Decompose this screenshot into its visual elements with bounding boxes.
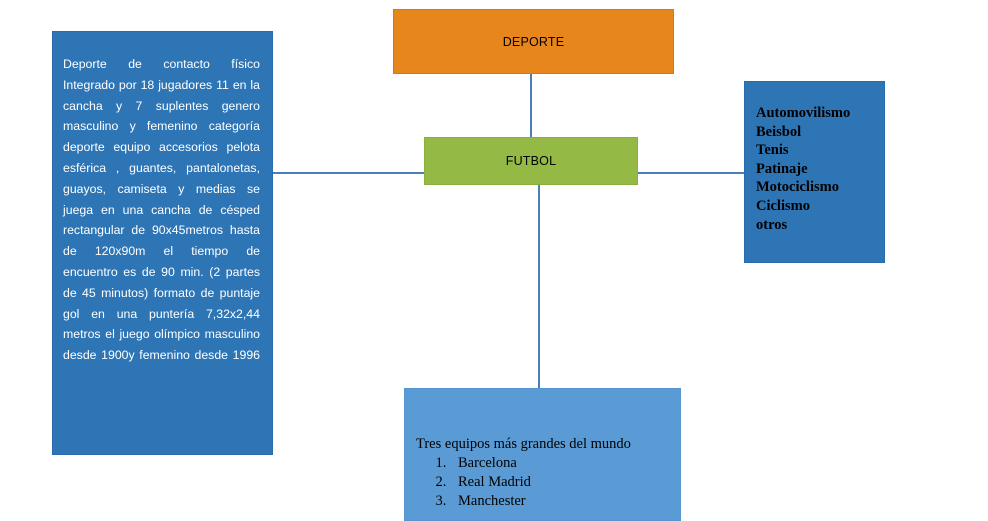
- list-item: Ciclismo: [756, 197, 810, 214]
- node-description[interactable]: Deporte de contacto físico Integrado por…: [52, 31, 273, 455]
- connector-futbol-teams: [538, 185, 540, 389]
- node-futbol[interactable]: FUTBOL: [424, 137, 638, 185]
- teams-list: Barcelona Real Madrid Manchester: [416, 454, 674, 511]
- list-item: Manchester: [450, 492, 674, 511]
- list-item: Motociclismo: [756, 179, 839, 196]
- list-item: Barcelona: [450, 454, 674, 473]
- node-deporte-label: DEPORTE: [502, 34, 565, 49]
- teams-title: Tres equipos más grandes del mundo: [416, 436, 631, 452]
- node-sports-list[interactable]: Automovilismo Beisbol Tenis Patinaje Mot…: [744, 81, 885, 263]
- connector-deporte-futbol: [530, 74, 532, 138]
- connector-description-futbol: [273, 172, 425, 174]
- connector-futbol-sports: [637, 172, 745, 174]
- list-item: otros: [756, 216, 788, 233]
- description-text: Deporte de contacto físico Integrado por…: [63, 57, 260, 363]
- node-futbol-label: FUTBOL: [505, 154, 557, 168]
- list-item: Patinaje: [756, 160, 808, 177]
- node-teams[interactable]: Tres equipos más grandes del mundo Barce…: [404, 388, 681, 521]
- list-item: Automovilismo: [756, 105, 851, 121]
- node-deporte[interactable]: DEPORTE: [393, 9, 674, 74]
- list-item: Real Madrid: [450, 473, 674, 492]
- sports-list: Automovilismo Beisbol Tenis Patinaje Mot…: [756, 104, 876, 234]
- list-item: Beisbol: [756, 123, 802, 140]
- list-item: Tenis: [756, 142, 789, 159]
